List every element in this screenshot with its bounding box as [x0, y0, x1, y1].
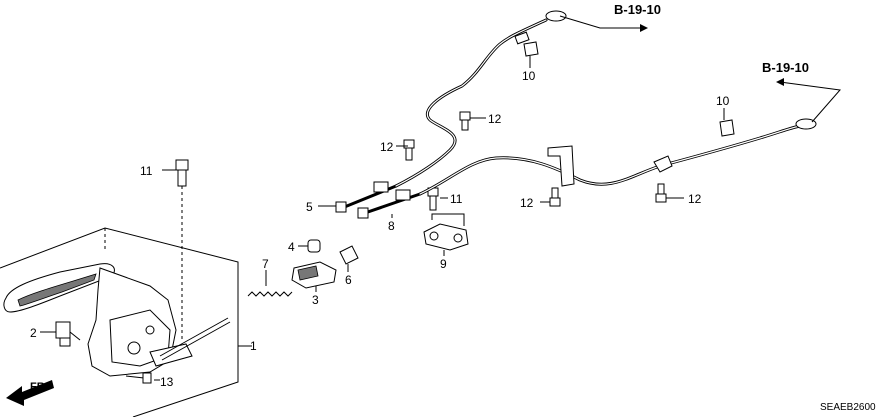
- callout-11-center: 11: [450, 192, 463, 206]
- callout-5: 5: [306, 200, 313, 214]
- front-direction-arrow: FR.: [6, 380, 54, 406]
- bolt-12-d: [655, 183, 667, 203]
- right-rear-cable: [418, 118, 817, 196]
- cable-end-8: [357, 189, 422, 219]
- bolt-11-left: [175, 159, 189, 340]
- callout-12-a: 12: [488, 112, 502, 126]
- left-rear-cable: [394, 10, 567, 188]
- callout-6: 6: [345, 273, 352, 287]
- brake-switch: [55, 321, 81, 347]
- callout-8: 8: [388, 219, 395, 233]
- clip-4: [307, 239, 321, 253]
- callout-7: 7: [262, 257, 269, 271]
- callout-9: 9: [440, 257, 447, 271]
- bolt-13: [125, 372, 152, 384]
- callout-12-d: 12: [688, 192, 702, 206]
- parking-brake-lever: [3, 263, 231, 377]
- callout-13: 13: [160, 375, 174, 389]
- bolt-12-b: [403, 139, 415, 161]
- callout-11-left: 11: [140, 164, 153, 178]
- nut-6: [339, 245, 359, 265]
- cable-end-5: [335, 181, 398, 213]
- bracket-9: [423, 213, 469, 251]
- equalizer-3: [291, 261, 337, 289]
- callout-2: 2: [30, 326, 37, 340]
- bolt-12-a: [459, 111, 471, 131]
- callout-12-b: 12: [380, 140, 394, 154]
- callout-12-c: 12: [520, 196, 534, 210]
- callout-4: 4: [288, 240, 295, 254]
- reference-right: B-19-10: [762, 60, 809, 75]
- front-label: FR.: [30, 381, 48, 393]
- reference-top: B-19-10: [614, 2, 661, 17]
- bolt-12-c: [549, 187, 561, 207]
- clip-10-top: [523, 41, 539, 57]
- diagram-code: SEAEB2600: [820, 402, 876, 413]
- callout-10-right: 10: [716, 94, 730, 108]
- clip-10-right: [719, 119, 735, 137]
- spring-7: [247, 291, 293, 297]
- leader-lines: [40, 15, 841, 381]
- callout-10-top: 10: [522, 69, 536, 83]
- bolt-11-center: [427, 187, 439, 211]
- callout-1: 1: [250, 339, 257, 353]
- lever-assembly-box: [0, 227, 239, 417]
- callout-3: 3: [312, 293, 319, 307]
